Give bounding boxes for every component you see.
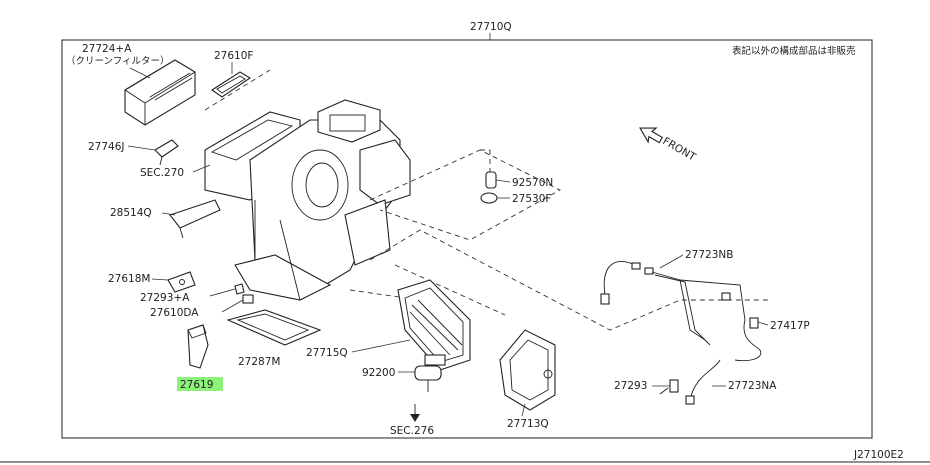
label-92570n: 92570N <box>512 177 553 189</box>
harness-27723na[interactable] <box>685 359 721 405</box>
label-27417p: 27417P <box>770 320 810 332</box>
part-92570n[interactable] <box>485 171 497 189</box>
heater-core-27715q[interactable] <box>397 279 471 371</box>
front-arrow <box>639 127 664 144</box>
part-27619[interactable] <box>187 324 209 369</box>
label-sec276: SEC.276 <box>390 425 434 437</box>
fitting-92200[interactable] <box>414 365 442 392</box>
label-front: FRONT <box>661 135 699 164</box>
label-27724a: 27724+A <box>82 43 132 55</box>
label-27610f: 27610F <box>214 50 253 62</box>
label-27723nb: 27723NB <box>685 249 733 261</box>
sec276-arrow <box>410 404 420 422</box>
seal-27287m[interactable] <box>226 309 322 346</box>
drawing-code: J27100E2 <box>853 449 904 461</box>
label-27619: 27619 <box>180 379 213 391</box>
heater-unit-body[interactable] <box>204 99 411 301</box>
screw-27293a[interactable] <box>209 283 245 297</box>
non-sale-note: 表記以外の構成部品は非販売 <box>732 45 856 57</box>
cabin-filter[interactable] <box>124 59 196 126</box>
grommet-27610da[interactable] <box>242 294 254 304</box>
label-27723na: 27723NA <box>728 380 777 392</box>
bracket-28514q[interactable] <box>169 199 221 239</box>
label-27713q: 27713Q <box>507 418 549 430</box>
label-sec270: SEC.270 <box>140 167 184 179</box>
label-27746j: 27746J <box>88 141 125 153</box>
sensor-27417p[interactable] <box>749 317 759 329</box>
label-27618m: 27618M <box>108 273 150 285</box>
label-clean-filter: （クリーンフィルター） <box>66 55 170 67</box>
highlight-27619 <box>177 377 223 391</box>
assembly-label: 27710Q <box>470 21 512 33</box>
label-27610da: 27610DA <box>150 307 199 319</box>
part-27530f[interactable] <box>480 192 498 204</box>
seal-27610f[interactable] <box>211 71 252 98</box>
label-27715q: 27715Q <box>306 347 348 359</box>
clip-27746j[interactable] <box>154 139 179 166</box>
actuator-27713q[interactable] <box>499 329 556 411</box>
label-27287m: 27287M <box>238 356 280 368</box>
label-27293: 27293 <box>614 380 647 392</box>
label-28514q: 28514Q <box>110 207 152 219</box>
diagram-frame <box>61 39 873 439</box>
clip-27293[interactable] <box>659 379 679 395</box>
harness-27723nb[interactable] <box>600 260 762 362</box>
label-27293a: 27293+A <box>140 292 190 304</box>
label-92200: 92200 <box>362 367 395 379</box>
label-27530f: 27530F <box>512 193 551 205</box>
bracket-27618m[interactable] <box>167 271 196 293</box>
